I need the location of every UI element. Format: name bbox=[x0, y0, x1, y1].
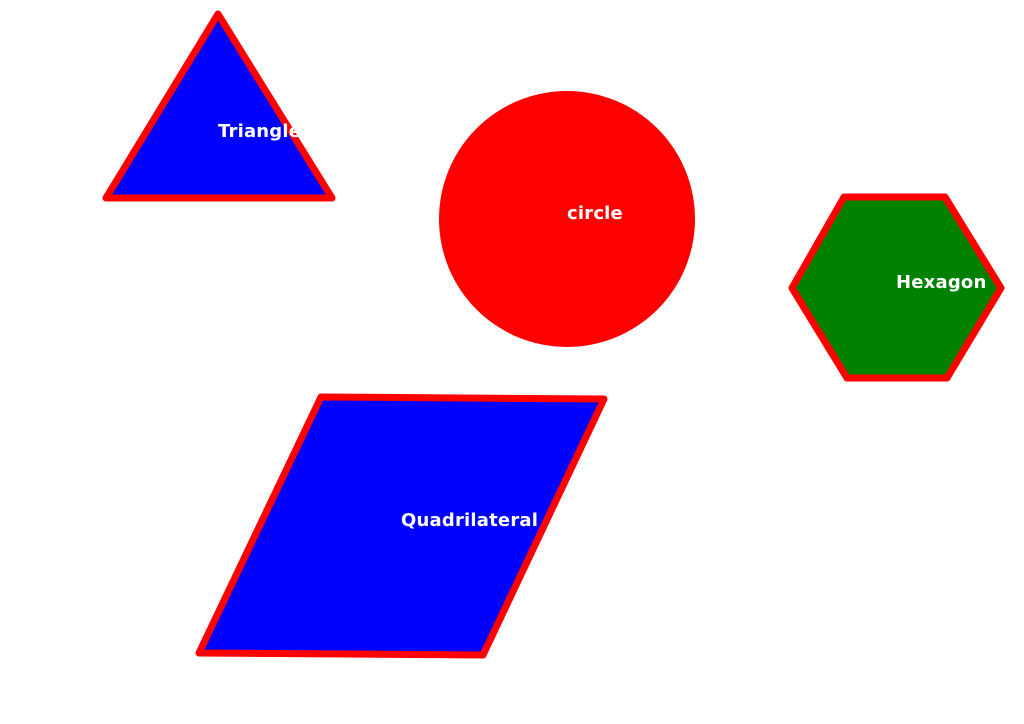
hexagon-shape bbox=[788, 193, 1005, 382]
triangle-shape bbox=[102, 10, 336, 202]
quadrilateral-label: Quadrilateral bbox=[401, 510, 538, 531]
quadrilateral-shape bbox=[195, 393, 608, 659]
hexagon-label: Hexagon bbox=[896, 272, 987, 293]
triangle-label: Triangle bbox=[218, 121, 301, 142]
circle-shape bbox=[439, 91, 695, 347]
circle-shape-group: circle bbox=[439, 91, 695, 347]
hexagon-shape-group: Hexagon bbox=[788, 193, 1005, 382]
quadrilateral-shape-group: Quadrilateral bbox=[195, 393, 608, 659]
circle-label: circle bbox=[567, 203, 623, 224]
triangle-shape-group: Triangle bbox=[102, 10, 336, 202]
